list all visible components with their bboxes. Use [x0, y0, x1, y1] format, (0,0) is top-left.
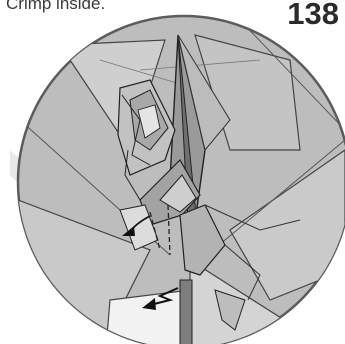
diagram-step: Crimp inside. 138: [0, 0, 345, 344]
origami-diagram: [0, 0, 345, 344]
